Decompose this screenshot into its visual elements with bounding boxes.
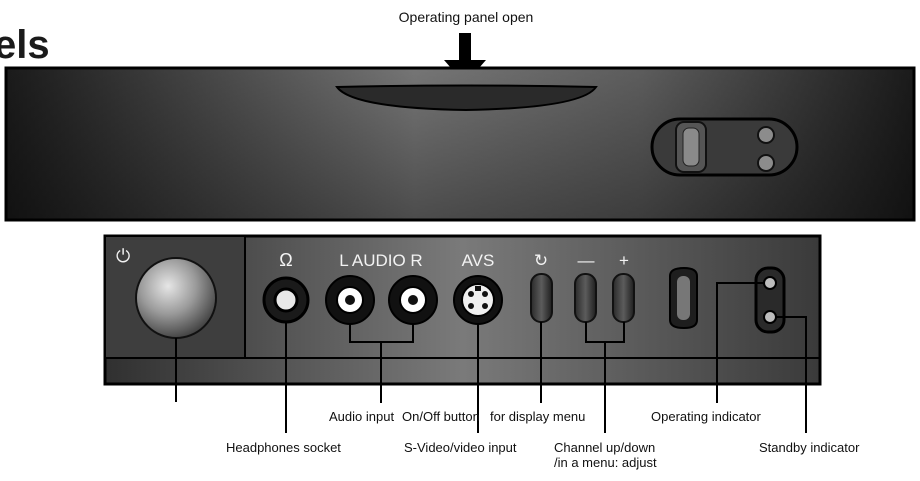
label-on-off-button: On/Off button: [402, 409, 480, 424]
display-menu-button[interactable]: [530, 273, 553, 323]
label-channel-line2: /in a menu: adjust: [554, 455, 657, 470]
label-headphones-socket: Headphones socket: [226, 440, 341, 455]
audio-right-jack[interactable]: [388, 275, 438, 325]
page-heading: els: [0, 23, 50, 67]
power-icon: ⏻: [116, 246, 130, 266]
tv-front-housing: [4, 66, 916, 222]
leader-lines: [175, 282, 807, 433]
audio-lr-label: L AUDIO R: [339, 251, 422, 270]
operating-indicator-led: [763, 276, 777, 290]
minus-icon: —: [578, 251, 595, 270]
headphones-icon: Ω: [279, 250, 292, 270]
label-svideo-input: S-Video/video input: [404, 440, 517, 455]
panel-flap-slot: [335, 84, 598, 112]
channel-up-button[interactable]: [612, 273, 635, 323]
audio-left-jack[interactable]: [325, 275, 375, 325]
channel-down-button[interactable]: [574, 273, 597, 323]
operating-panel: ⏻ Ω L AUDIO R AVS ↻: [103, 234, 822, 386]
label-channel-line1: Channel up/down: [554, 440, 655, 455]
label-for-display-menu: for display menu: [490, 409, 585, 424]
on-off-knob[interactable]: [135, 257, 217, 339]
avs-label: AVS: [462, 251, 495, 270]
svideo-jack[interactable]: [453, 275, 503, 325]
label-operating-indicator: Operating indicator: [651, 409, 762, 424]
standby-indicator-led: [763, 310, 777, 324]
label-audio-input: Audio input: [329, 409, 394, 424]
plus-icon: +: [619, 251, 629, 270]
label-standby-indicator: Standby indicator: [759, 440, 860, 455]
menu-icon: ↻: [534, 251, 548, 270]
top-callout-label: Operating panel open: [399, 9, 534, 25]
front-sensor-window: [650, 117, 799, 177]
